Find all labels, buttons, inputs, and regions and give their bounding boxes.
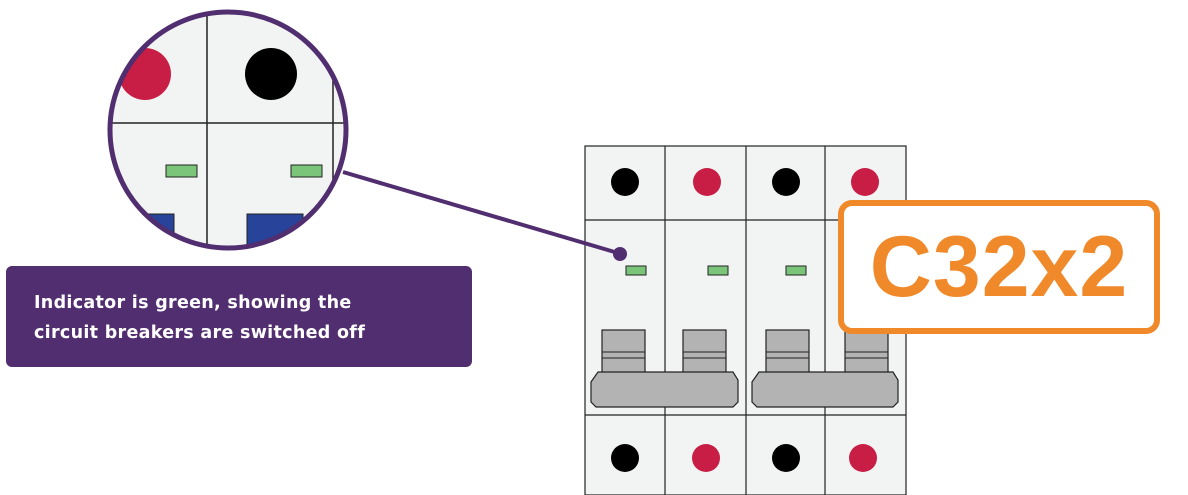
zoom-indicator-2 [290,164,323,178]
callout-box: Indicator is green, showing the circuit … [6,266,472,367]
indicator-2 [707,265,729,276]
indicator-1 [625,265,647,276]
zoom-circle-ring [107,9,349,251]
terminal-top-2 [693,168,721,196]
tie-bar-left [590,371,739,408]
terminal-top-4 [851,168,879,196]
rating-label: C32x2 [838,200,1160,334]
toggle-lever-1 [601,329,646,377]
magnifier [107,9,349,251]
indicator-3 [785,265,807,276]
terminal-top-1 [611,168,639,196]
terminal-bottom-3 [772,444,800,472]
toggle-lever-3 [765,329,810,377]
terminal-bottom-1 [611,444,639,472]
terminal-top-3 [772,168,800,196]
terminal-bottom-4 [849,444,877,472]
tie-bar-right [751,371,899,408]
callout-connector [342,170,619,255]
terminal-bottom-2 [692,444,720,472]
zoom-terminal-black [245,48,297,100]
toggle-lever-4 [844,329,889,377]
callout-line-1: Indicator is green, showing the [34,293,352,313]
connector-dot [613,247,627,261]
zoom-indicator-1 [165,164,198,178]
callout-line-2: circuit breakers are switched off [34,323,366,343]
toggle-lever-2 [682,329,727,377]
